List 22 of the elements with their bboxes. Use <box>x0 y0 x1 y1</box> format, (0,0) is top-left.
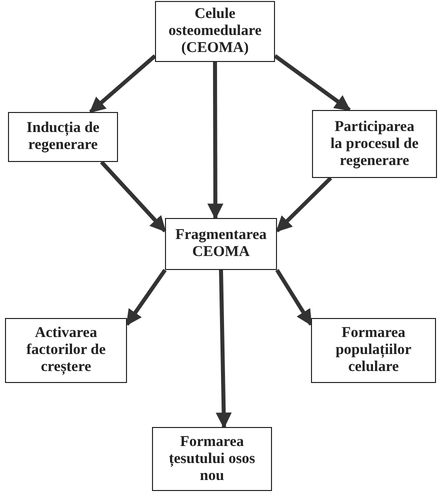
process-box <box>152 427 272 491</box>
box-label: Formarea populațiilor celulare <box>334 325 412 376</box>
arrow <box>274 54 351 112</box>
process-box <box>165 218 277 270</box>
arrow <box>276 176 332 232</box>
box-label: Activarea factorilor de creștere <box>25 325 107 376</box>
process-box <box>8 112 118 162</box>
process-box <box>5 318 127 383</box>
arrow <box>216 270 232 429</box>
box-label: Celule osteomedulare (CEOMA) <box>168 6 262 57</box>
process-box <box>155 1 275 62</box>
box-label: Fragmentarea CEOMA <box>175 227 267 261</box>
arrow <box>100 160 166 232</box>
process-box <box>311 318 436 383</box>
arrow <box>207 62 224 220</box>
arrow <box>89 54 156 114</box>
process-box <box>312 110 437 178</box>
box-label: Formarea țesutului osos nou <box>168 434 256 484</box>
arrow <box>125 268 167 326</box>
box-label: Participarea la procesul de regenerare <box>329 118 420 170</box>
box-label: Inducția de regenerare <box>26 120 100 154</box>
arrow <box>275 268 313 326</box>
